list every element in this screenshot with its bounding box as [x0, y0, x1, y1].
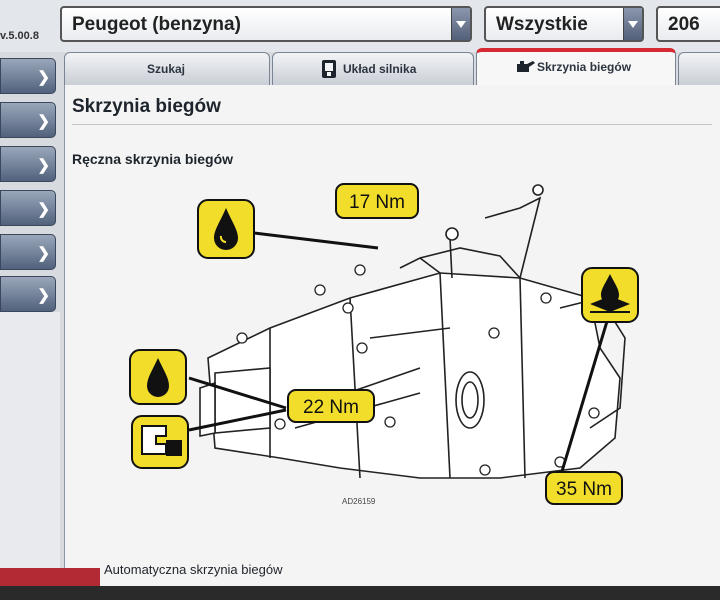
left-panel: [0, 312, 60, 600]
nav-button-2[interactable]: ❯: [0, 102, 56, 138]
callout-lines: [188, 231, 610, 479]
type-select[interactable]: Wszystkie: [484, 6, 644, 42]
engine-icon: [322, 60, 336, 78]
brand-select-value: Peugeot (benzyna): [72, 14, 241, 35]
nav-button-1[interactable]: ❯: [0, 58, 56, 94]
chevron-right-icon: ❯: [37, 287, 50, 304]
nav-button-3[interactable]: ❯: [0, 146, 56, 182]
tab-more[interactable]: [678, 52, 720, 85]
drain-plug-icon: [131, 415, 189, 469]
torque-value-17: 17 Nm: [349, 192, 405, 213]
gearbox-drawing: [199, 184, 626, 479]
figure-code: AD26159: [342, 497, 376, 506]
version-label: v.5.00.8: [0, 30, 39, 42]
torque-label-35nm: 35 Nm: [545, 471, 623, 505]
model-select[interactable]: 206: [656, 6, 720, 42]
bottom-bezel: [0, 586, 720, 600]
tab-engine-layout[interactable]: Układ silnika: [272, 52, 474, 85]
tab-gearbox[interactable]: Skrzynia biegów: [476, 48, 676, 85]
tab-search-label: Szukaj: [147, 62, 186, 76]
model-select-value: 206: [668, 14, 700, 35]
tab-search[interactable]: Szukaj: [64, 52, 270, 85]
brand-select[interactable]: Peugeot (benzyna): [60, 6, 472, 42]
torque-value-22: 22 Nm: [303, 397, 359, 418]
oil-fill-plug-icon: [129, 349, 187, 405]
page-title: Skrzynia biegów: [72, 96, 221, 117]
type-select-value: Wszystkie: [496, 14, 588, 35]
chevron-down-icon[interactable]: [451, 8, 470, 40]
section-manual-gearbox: Ręczna skrzynia biegów: [72, 151, 234, 167]
section-automatic-gearbox: Automatyczna skrzynia biegów: [104, 562, 283, 577]
chevron-right-icon: ❯: [37, 157, 50, 174]
nav-button-5[interactable]: ❯: [0, 234, 56, 270]
chevron-right-icon: ❯: [37, 113, 50, 130]
tab-gearbox-label: Skrzynia biegów: [537, 60, 632, 74]
divider: [72, 124, 712, 125]
torque-value-35: 35 Nm: [556, 479, 612, 500]
bottom-accent: [0, 568, 100, 588]
torque-label-17nm: 17 Nm: [335, 183, 419, 219]
gearbox-diagram: 17 Nm 22 Nm 35 Nm AD26159: [129, 183, 639, 506]
torque-label-22nm: 22 Nm: [287, 389, 375, 423]
oil-level-icon: [581, 267, 639, 323]
tab-engine-label: Układ silnika: [343, 62, 417, 76]
chevron-right-icon: ❯: [37, 245, 50, 262]
chevron-right-icon: ❯: [37, 201, 50, 218]
oil-can-icon: [517, 61, 535, 72]
nav-button-6[interactable]: ❯: [0, 276, 56, 312]
chevron-right-icon: ❯: [37, 69, 50, 86]
bolt-markers: [236, 264, 600, 476]
nav-button-4[interactable]: ❯: [0, 190, 56, 226]
oil-drain-plug-icon: [197, 199, 255, 259]
chevron-down-icon[interactable]: [623, 8, 642, 40]
